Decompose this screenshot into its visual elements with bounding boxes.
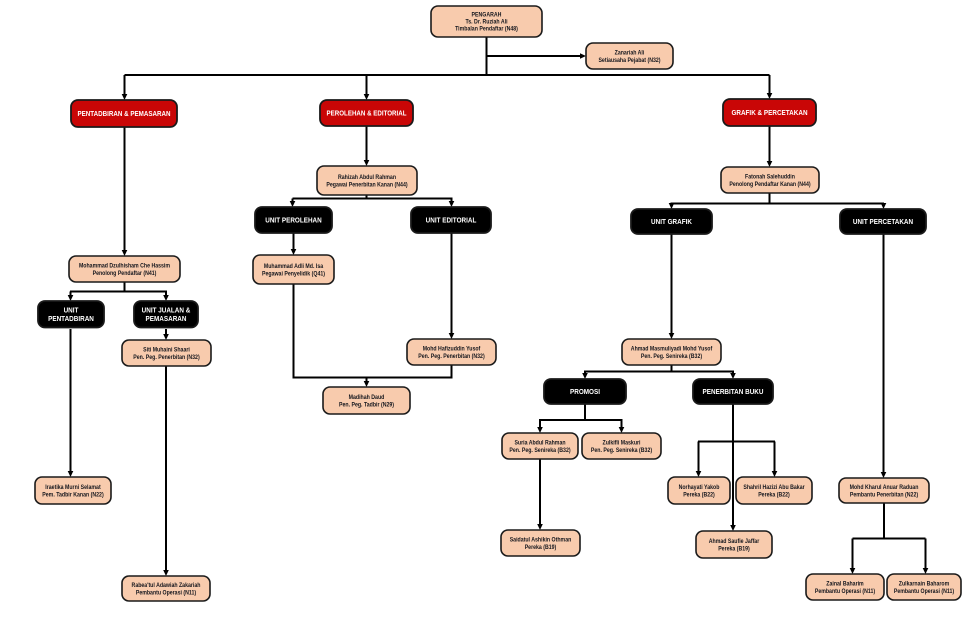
svg-text:UNIT: UNIT: [64, 306, 79, 315]
svg-text:Zulkarnain Baharom: Zulkarnain Baharom: [899, 581, 950, 587]
svg-text:Pembantu Penerbitan (N22): Pembantu Penerbitan (N22): [850, 492, 918, 498]
svg-text:Zulkifli Maskuri: Zulkifli Maskuri: [603, 440, 641, 446]
svg-text:Muhammad Adli Md. Isa: Muhammad Adli Md. Isa: [264, 264, 324, 270]
svg-text:PENTADBIRAN: PENTADBIRAN: [48, 314, 94, 323]
svg-text:PEMASARAN: PEMASARAN: [146, 314, 187, 323]
svg-text:Pembantu Operasi (N11): Pembantu Operasi (N11): [894, 589, 954, 595]
svg-text:UNIT PEROLEHAN: UNIT PEROLEHAN: [265, 216, 322, 225]
svg-text:Pereka (B22): Pereka (B22): [683, 492, 715, 498]
svg-text:Pembantu Operasi (N11): Pembantu Operasi (N11): [136, 590, 196, 596]
svg-text:Pereka (B19): Pereka (B19): [525, 545, 557, 551]
svg-text:Pen. Peg. Senireka (B32): Pen. Peg. Senireka (B32): [591, 448, 652, 454]
svg-text:Setiausaha Pejabat (N32): Setiausaha Pejabat (N32): [598, 58, 660, 64]
svg-text:Siti Muhaini Shaari: Siti Muhaini Shaari: [143, 347, 190, 353]
svg-text:Madihah Daud: Madihah Daud: [349, 395, 385, 401]
svg-text:UNIT PERCETAKAN: UNIT PERCETAKAN: [853, 217, 913, 226]
svg-text:Pen. Peg. Penerbitan (N32): Pen. Peg. Penerbitan (N32): [133, 355, 199, 361]
svg-text:UNIT GRAFIK: UNIT GRAFIK: [651, 217, 693, 226]
svg-text:UNIT JUALAN &: UNIT JUALAN &: [142, 306, 191, 315]
svg-text:Ts. Dr. Ruziah Ali: Ts. Dr. Ruziah Ali: [465, 20, 507, 26]
svg-text:Pereka (B22): Pereka (B22): [758, 492, 790, 498]
svg-text:UNIT EDITORIAL: UNIT EDITORIAL: [426, 216, 477, 225]
svg-text:Shahril Hazizi Abu Bakar: Shahril Hazizi Abu Bakar: [743, 485, 805, 491]
svg-text:Pen. Peg. Penerbitan (N32): Pen. Peg. Penerbitan (N32): [418, 354, 484, 360]
svg-text:Pem. Tadbir Kanan (N22): Pem. Tadbir Kanan (N22): [42, 492, 103, 498]
svg-text:Fatonah Salehuddin: Fatonah Salehuddin: [745, 174, 795, 180]
svg-text:Iraetika Murni Selamat: Iraetika Murni Selamat: [45, 485, 100, 491]
svg-text:GRAFIK & PERCETAKAN: GRAFIK & PERCETAKAN: [731, 108, 807, 117]
svg-text:Saidatul Ashikin Othman: Saidatul Ashikin Othman: [510, 537, 572, 543]
svg-text:Zainal Baharim: Zainal Baharim: [826, 581, 863, 587]
svg-text:Pereka (B19): Pereka (B19): [718, 546, 750, 552]
svg-text:Mohammad Dzulhisham Che Hassim: Mohammad Dzulhisham Che Hassim: [79, 263, 170, 269]
svg-text:Pen. Peg. Senireka (B32): Pen. Peg. Senireka (B32): [641, 354, 702, 360]
svg-text:Mohd Kharul Anuar Raduan: Mohd Kharul Anuar Raduan: [850, 485, 919, 491]
svg-text:Pembantu Operasi (N11): Pembantu Operasi (N11): [815, 589, 875, 595]
svg-text:PENERBITAN BUKU: PENERBITAN BUKU: [703, 387, 764, 396]
svg-text:Zanariah Ali: Zanariah Ali: [615, 50, 645, 56]
svg-text:Rabea'tul Adawiah Zakariah: Rabea'tul Adawiah Zakariah: [132, 583, 201, 589]
svg-text:Mohd Hafizuddin Yusof: Mohd Hafizuddin Yusof: [423, 346, 481, 352]
svg-text:Timbalan Pendaftar (N48): Timbalan Pendaftar (N48): [455, 27, 518, 33]
svg-text:Penolong Pendaftar (N41): Penolong Pendaftar (N41): [93, 271, 157, 277]
svg-text:Pen. Peg. Senireka (B32): Pen. Peg. Senireka (B32): [509, 448, 570, 454]
svg-text:PENTADBIRAN & PEMASARAN: PENTADBIRAN & PEMASARAN: [78, 109, 171, 118]
svg-text:PEROLEHAN & EDITORIAL: PEROLEHAN & EDITORIAL: [327, 109, 407, 118]
svg-text:Ahmad Saufie Jaffar: Ahmad Saufie Jaffar: [709, 539, 760, 545]
svg-text:PENGARAH: PENGARAH: [472, 13, 502, 19]
svg-text:Pen. Peg. Tadbir (N29): Pen. Peg. Tadbir (N29): [339, 402, 394, 408]
svg-text:Rahizah Abdul Rahman: Rahizah Abdul Rahman: [338, 175, 396, 181]
svg-text:Norhayati Yakob: Norhayati Yakob: [679, 485, 720, 491]
svg-text:Pegawai Penerbitan Kanan (N44): Pegawai Penerbitan Kanan (N44): [326, 182, 407, 188]
svg-text:Suria Abdul Rahman: Suria Abdul Rahman: [514, 440, 565, 446]
svg-text:Penolong Pendaftar Kanan (N44): Penolong Pendaftar Kanan (N44): [729, 182, 810, 188]
svg-text:Pegawai Penyelidik (Q41): Pegawai Penyelidik (Q41): [262, 271, 325, 277]
svg-text:PROMOSI: PROMOSI: [570, 387, 600, 396]
svg-text:Ahmad Masmuliyadi Mohd Yusof: Ahmad Masmuliyadi Mohd Yusof: [631, 346, 713, 352]
